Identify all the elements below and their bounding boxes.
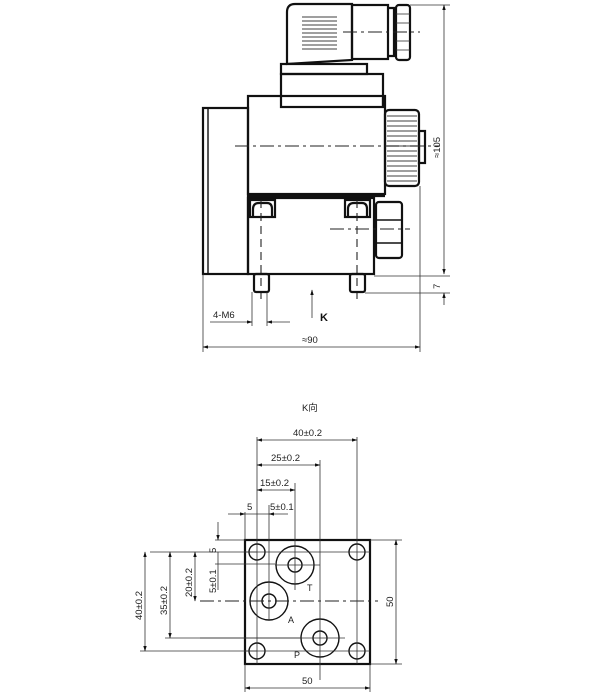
vent-slots-icon [302,16,337,50]
svg-text:P: P [294,650,300,660]
connector-plug [285,2,420,66]
dim-5-01-left: 5±0.1 [208,569,219,593]
svg-text:A: A [288,615,294,625]
view-title: K向 [302,402,318,414]
valve-body [246,196,376,276]
bottom-view: K向 T A P [134,402,402,692]
side-view: K 4-M6 ≈90 ≈105 7 [201,2,450,352]
screw-label: 4-M6 [213,310,235,321]
dim-40-left: 40±0.2 [134,591,145,620]
dim-25-top: 25±0.2 [271,453,300,464]
svg-text:T: T [307,583,313,593]
mounting-plate [243,538,372,666]
mounting-holes [248,543,366,660]
knurled-nut [383,108,427,188]
dim-20-left: 20±0.2 [184,568,195,597]
dim-40-top: 40±0.2 [293,428,322,439]
solenoid-coil [246,94,387,196]
view-arrow-label: K [320,312,328,324]
dim-50-right: 50 [385,596,396,607]
dim-5-left: 5 [208,548,219,553]
pin-dim-label: 7 [432,284,443,289]
dim-15-top: 15±0.2 [260,478,289,489]
dim-35-left: 35±0.2 [159,586,170,615]
dim-50-bottom: 50 [302,676,313,687]
length-dim-label: ≈90 [302,335,318,346]
dim-5-01-top: 5±0.1 [270,502,294,513]
dim-5-top: 5 [247,502,252,513]
height-dim-label: ≈105 [432,137,443,158]
port-p: P [294,618,340,660]
